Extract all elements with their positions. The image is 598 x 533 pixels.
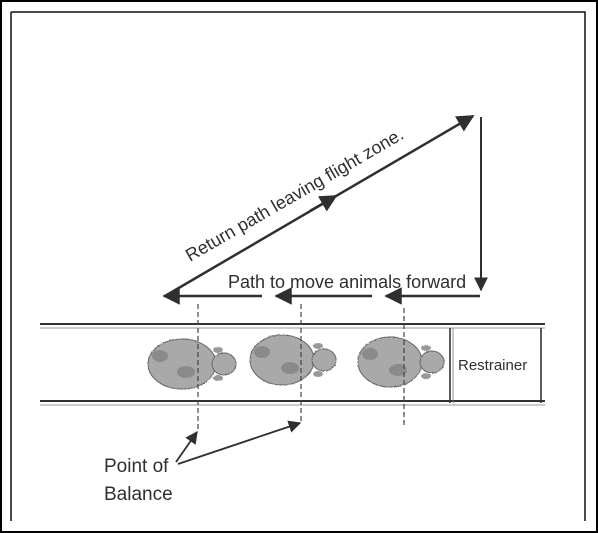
animal-2: [249, 334, 337, 386]
balance-lines: [197, 304, 405, 430]
balance-label-line2: Balance: [104, 484, 173, 505]
chute: [40, 323, 545, 406]
restrainer-label: Restrainer: [458, 357, 527, 374]
forward-path-label: Path to move animals forward: [228, 272, 466, 292]
animal-1: [147, 338, 237, 390]
return-path-mid-arrow: [309, 194, 338, 213]
inner-border: [10, 11, 586, 521]
balance-arrow-2: [177, 420, 302, 465]
balance-label-line1: Point of: [104, 456, 169, 477]
animal-3: [357, 336, 445, 388]
restrainer-box: Restrainer: [449, 328, 542, 403]
balance-arrow-1: [175, 430, 198, 463]
return-path-label: Return path leaving flight zone.: [182, 124, 407, 265]
